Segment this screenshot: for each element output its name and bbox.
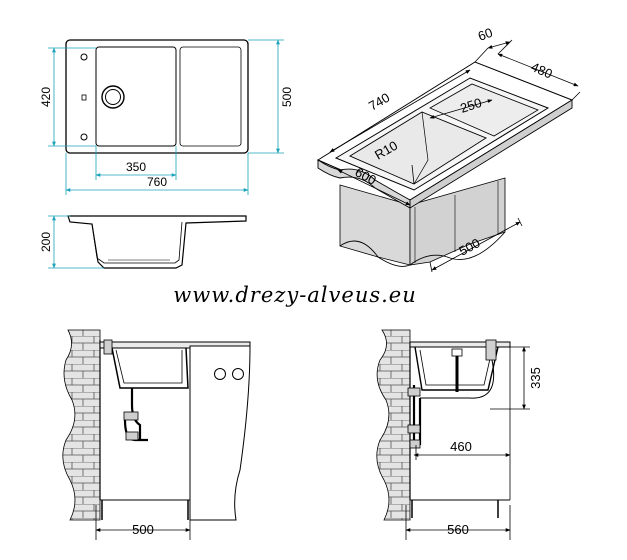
dim-iso-depth-480-label: 480 bbox=[529, 59, 555, 82]
top-view: 420 500 350 760 bbox=[39, 39, 294, 195]
dim-side-height-335-label: 335 bbox=[528, 367, 543, 389]
overflow-slot-icon bbox=[81, 94, 87, 101]
dim-iso-thickness-60-label: 60 bbox=[476, 25, 495, 44]
dim-side-height-335 bbox=[490, 346, 530, 410]
dim-front-cabinet-500 bbox=[95, 505, 191, 540]
front-sink-bowl-inner bbox=[115, 349, 183, 384]
dim-bowl-350 bbox=[95, 146, 177, 180]
dim-iso-thickness-60 bbox=[474, 39, 513, 63]
side-sink-bowl-inner bbox=[419, 349, 493, 386]
bowl-outline bbox=[95, 46, 177, 147]
overflow-icon bbox=[80, 133, 88, 141]
front-wall bbox=[62, 329, 101, 521]
side-countertop bbox=[409, 341, 511, 348]
drainboard-outline bbox=[179, 46, 242, 147]
dim-side-cabinet-560-label: 560 bbox=[447, 522, 469, 537]
front-sink-bowl bbox=[111, 347, 189, 389]
dim-iso-length-740-label: 740 bbox=[366, 90, 392, 114]
profile-outline bbox=[67, 215, 247, 269]
profile-view: 200 bbox=[39, 215, 247, 269]
dim-outer-500-label: 500 bbox=[280, 87, 294, 107]
dim-height-200-label: 200 bbox=[39, 232, 53, 252]
dim-iso-front-600 bbox=[337, 169, 411, 206]
side-overflow-icon bbox=[451, 348, 463, 357]
dim-iso-cabinet-500 bbox=[429, 217, 523, 273]
front-countertop bbox=[99, 341, 251, 349]
drain-inner-icon bbox=[105, 89, 121, 105]
tap-hole-icon bbox=[80, 53, 88, 61]
front-pipe-hole-2-icon bbox=[232, 368, 244, 380]
dim-iso-length-740 bbox=[329, 69, 471, 153]
countertop-right-edge bbox=[409, 99, 573, 209]
dim-front-cabinet-500-label: 500 bbox=[132, 522, 154, 537]
dim-total-760-label: 760 bbox=[147, 175, 167, 189]
dim-iso-inner-250-label: 250 bbox=[458, 95, 483, 116]
sink-outline bbox=[65, 39, 249, 154]
watermark-url: www.drezy-alveus.eu bbox=[173, 283, 417, 307]
dim-side-cabinet-560 bbox=[405, 505, 511, 540]
dim-outer-500 bbox=[248, 39, 284, 154]
profile-inner bbox=[91, 221, 183, 264]
dim-side-drain-460 bbox=[413, 445, 511, 460]
install-front-view: 500 bbox=[62, 329, 251, 540]
isometric-view: 60 480 740 250 R10 600 500 bbox=[316, 25, 581, 273]
dim-iso-depth-480 bbox=[497, 53, 581, 101]
install-side-view: 335 460 560 bbox=[376, 329, 543, 540]
front-cabinet-side bbox=[189, 345, 251, 521]
dim-height-200 bbox=[48, 215, 104, 269]
side-wall bbox=[376, 329, 411, 521]
dim-total-760 bbox=[65, 153, 249, 195]
dim-iso-inner-250 bbox=[429, 99, 493, 119]
side-drain-hose bbox=[420, 359, 495, 399]
front-pipe-hole-1-icon bbox=[214, 368, 226, 380]
dim-side-drain-460-label: 460 bbox=[450, 439, 472, 454]
front-tap-icon bbox=[103, 339, 113, 355]
dim-depth-420 bbox=[48, 47, 96, 147]
dim-depth-420-label: 420 bbox=[39, 87, 53, 107]
side-tap-icon bbox=[485, 339, 497, 361]
dim-radius-leader bbox=[411, 164, 415, 185]
cabinet-wave bbox=[339, 240, 411, 267]
dim-bowl-350-label: 350 bbox=[126, 160, 146, 174]
